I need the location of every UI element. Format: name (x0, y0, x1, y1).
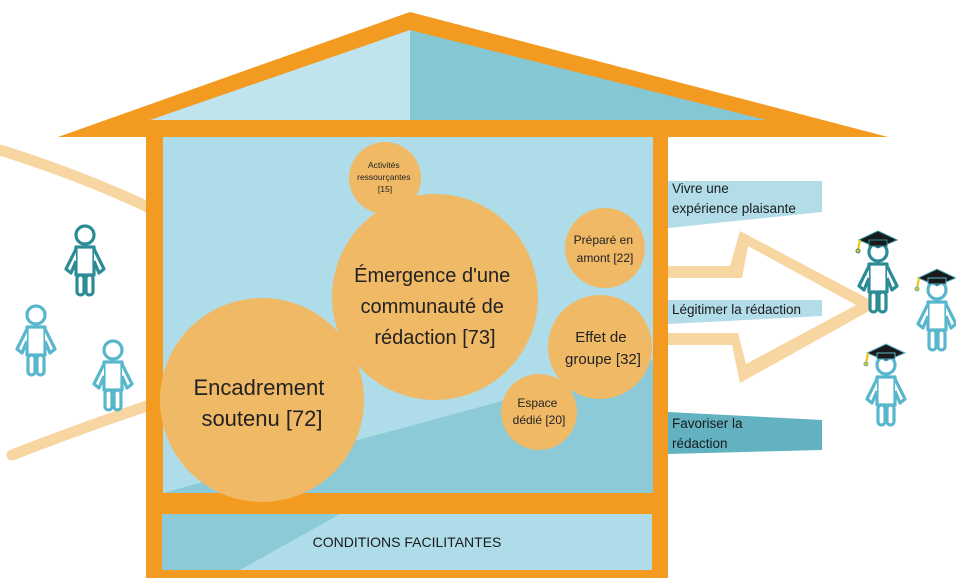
bubble-emergence: Émergence d'une communauté de rédaction … (332, 194, 538, 400)
bubble-espace-label: Espace dédié [20] (513, 396, 566, 427)
bubble-encadrement-label: Encadrement soutenu [72] (194, 375, 331, 431)
bubble-encadrement: Encadrement soutenu [72] (160, 298, 364, 502)
outcome-vivre: Vivre une expérience plaisante (668, 181, 822, 228)
graduates (855, 230, 956, 427)
bubbles: Encadrement soutenu [72] Émergence d'une… (160, 142, 652, 502)
roof-panel-left (150, 30, 410, 120)
outcome-favoriser: Favoriser la rédaction (668, 412, 822, 454)
incoming-flows (0, 144, 156, 461)
incoming-people (15, 224, 134, 412)
outgoing-arrow (668, 231, 880, 383)
outcome-legitimer-label: Légitimer la rédaction (672, 302, 801, 317)
foundation-label: CONDITIONS FACILITANTES (313, 534, 502, 550)
roof (58, 12, 888, 137)
incoming-beam-top (0, 144, 156, 214)
outcomes: Vivre une expérience plaisante Légitimer… (668, 181, 822, 454)
bubble-emergence-label: Émergence d'une communauté de rédaction … (354, 264, 516, 349)
bubble-activites-label: Activités ressourçantes [15] (357, 160, 413, 194)
bubble-activites: Activités ressourçantes [15] (349, 142, 421, 214)
graduate-icon (863, 343, 907, 427)
outcome-vivre-label: Vivre une expérience plaisante (672, 181, 796, 216)
person-icon (92, 339, 134, 412)
bubble-espace: Espace dédié [20] (501, 374, 577, 450)
roof-panel-right (410, 30, 766, 120)
foundation: CONDITIONS FACILITANTES (146, 506, 668, 578)
outcome-favoriser-label: Favoriser la rédaction (672, 416, 746, 451)
person-icon (15, 304, 57, 377)
bubble-effet-label: Effet de groupe [32] (565, 329, 641, 368)
bubble-effet: Effet de groupe [32] (548, 295, 652, 399)
incoming-beam-bottom (6, 399, 156, 461)
outcome-legitimer: Légitimer la rédaction (668, 300, 822, 324)
bubble-prepare: Préparé en amont [22] (565, 208, 645, 288)
graduate-icon (914, 268, 956, 352)
bubble-prepare-label: Préparé en amont [22] (574, 233, 637, 265)
person-icon (64, 224, 106, 297)
